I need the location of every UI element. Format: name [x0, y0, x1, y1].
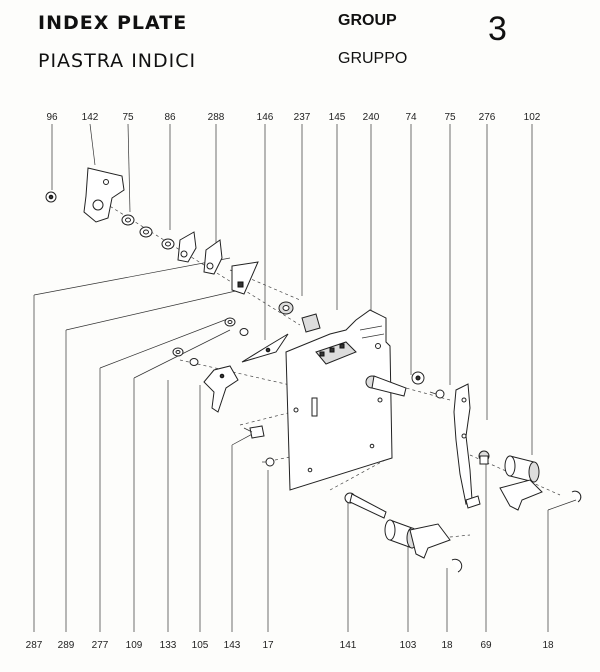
top-label-102: 102 — [524, 112, 541, 123]
bottom-label-133: 133 — [160, 640, 177, 651]
part-18-clip-right — [571, 490, 582, 503]
bottom-label-109: 109 — [126, 640, 143, 651]
top-label-146: 146 — [257, 112, 274, 123]
group-label-italian: GRUPPO — [338, 50, 408, 67]
part-75-screw — [429, 389, 445, 399]
part-142-bracket — [83, 167, 125, 223]
part-145-spacer — [301, 313, 321, 333]
part-102-cylinder — [499, 455, 543, 511]
top-label-240: 240 — [363, 112, 380, 123]
top-label-75: 75 — [444, 112, 456, 123]
part-small-washers — [172, 317, 249, 366]
part-141-shaft — [344, 492, 387, 519]
bottom-label-141: 141 — [340, 640, 357, 651]
part-69-bushing — [478, 450, 490, 465]
part-240-index-plate — [285, 309, 393, 491]
part-276-lever — [453, 383, 481, 509]
title-english: INDEX PLATE — [38, 12, 188, 34]
bottom-label-287: 287 — [26, 640, 43, 651]
part-288-pawls — [177, 231, 223, 275]
top-leader-lines — [51, 123, 533, 455]
group-label-english: GROUP — [338, 12, 397, 29]
part-105-detent — [203, 365, 239, 413]
bottom-label-17: 17 — [262, 640, 274, 651]
bottom-label-105: 105 — [192, 640, 209, 651]
part-74-shaft — [365, 371, 425, 397]
bottom-label-277: 277 — [92, 640, 109, 651]
top-label-237: 237 — [294, 112, 311, 123]
part-96-screw — [45, 191, 57, 203]
bottom-label-143: 143 — [224, 640, 241, 651]
top-label-142: 142 — [82, 112, 99, 123]
top-label-145: 145 — [329, 112, 346, 123]
top-label-86: 86 — [164, 112, 176, 123]
bottom-label-18: 18 — [441, 640, 453, 651]
top-part-labels: 96 142 75 86 288 146 237 145 240 74 75 276 102 — [46, 112, 540, 123]
bottom-label-289: 289 — [58, 640, 75, 651]
part-86-washers — [139, 226, 175, 250]
top-label-288: 288 — [208, 112, 225, 123]
part-146-index-pointer — [241, 333, 289, 363]
part-103-cylinder-bracket — [384, 519, 451, 559]
bottom-label-18: 18 — [542, 640, 554, 651]
part-17-screw — [262, 457, 275, 467]
part-143-pin — [243, 425, 265, 439]
part-237-nut — [278, 301, 294, 315]
part-75-washer — [121, 214, 135, 226]
group-number: 3 — [488, 10, 507, 48]
part-18-clip-bottom — [451, 558, 463, 573]
top-label-75: 75 — [122, 112, 134, 123]
title-italian: PIASTRA INDICI — [38, 50, 197, 72]
top-label-96: 96 — [46, 112, 58, 123]
bottom-label-69: 69 — [480, 640, 492, 651]
bottom-part-labels: 287 289 277 109 133 105 143 17 141 103 18 69 18 — [26, 640, 554, 651]
top-label-74: 74 — [405, 112, 417, 123]
part-cam-lever — [231, 261, 259, 295]
top-label-276: 276 — [479, 112, 496, 123]
bottom-label-103: 103 — [400, 640, 417, 651]
